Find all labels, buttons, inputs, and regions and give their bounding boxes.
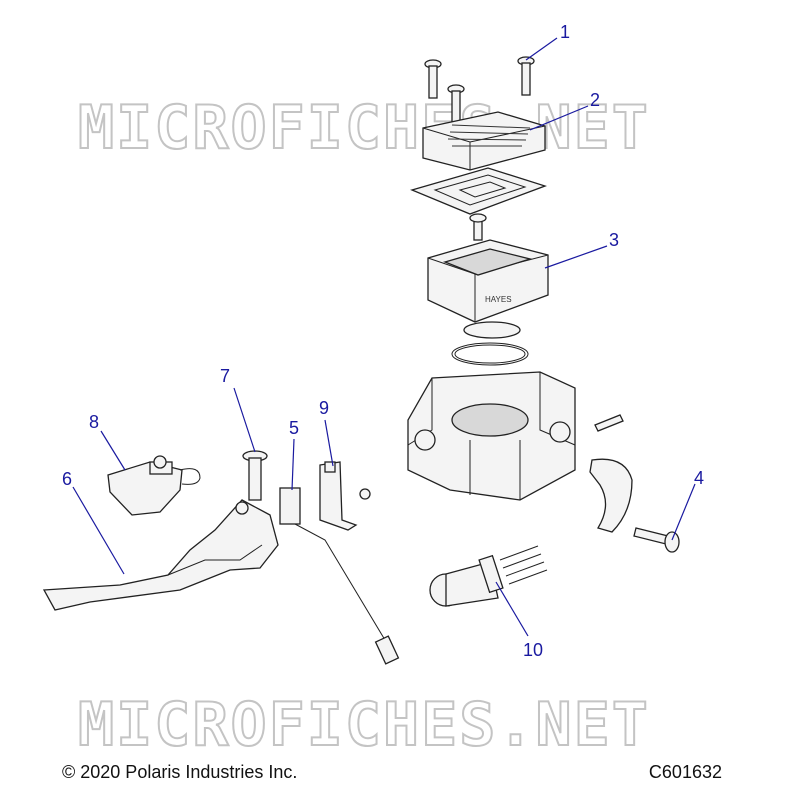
leader-7 <box>233 387 256 453</box>
leader-1 <box>525 37 558 61</box>
handlebar-clamp <box>589 458 633 533</box>
leader-9 <box>324 419 334 467</box>
callout-4: 4 <box>694 468 704 488</box>
callout-2: 2 <box>590 90 600 110</box>
callout-3: 3 <box>609 230 619 250</box>
watermark-bottom: MICROFICHES.NET <box>78 690 650 760</box>
reservoir-brand-text: HAYES <box>485 295 512 304</box>
leader-10 <box>495 581 529 637</box>
leader-6 <box>72 486 125 575</box>
switch-bracket <box>319 461 371 531</box>
leader-2 <box>529 105 589 131</box>
drawing-code: C601632 <box>648 762 722 782</box>
reservoir-cover <box>422 111 546 171</box>
leader-3 <box>544 245 608 269</box>
copyright-text: © 2020 Polaris Industries Inc. <box>62 762 298 782</box>
brake-switch <box>279 487 400 665</box>
o-ring <box>451 342 529 366</box>
roll-pin <box>594 414 624 432</box>
callout-numbers: 1 2 3 4 5 6 7 8 9 10 <box>62 22 704 660</box>
callout-7: 7 <box>220 366 230 386</box>
brake-lever <box>42 499 279 611</box>
callout-6: 6 <box>62 469 72 489</box>
callout-1: 1 <box>560 22 570 42</box>
piston-assembly <box>429 545 548 607</box>
callout-8: 8 <box>89 412 99 432</box>
leader-lines <box>72 37 696 637</box>
callout-10: 10 <box>523 640 543 660</box>
leader-5 <box>291 438 295 491</box>
lever-pivot-pin <box>242 450 268 501</box>
lever-adjuster <box>107 455 201 516</box>
callout-5: 5 <box>289 418 299 438</box>
o-ring-inner <box>454 344 526 364</box>
reservoir-diaphragm <box>410 167 547 215</box>
clamp-bolt <box>633 527 680 553</box>
watermark-top: MICROFICHES.NET <box>78 93 650 163</box>
leader-8 <box>100 430 126 471</box>
leader-4 <box>671 483 696 541</box>
callout-9: 9 <box>319 398 329 418</box>
reservoir: HAYES <box>427 213 549 339</box>
master-cylinder-body <box>407 371 576 501</box>
